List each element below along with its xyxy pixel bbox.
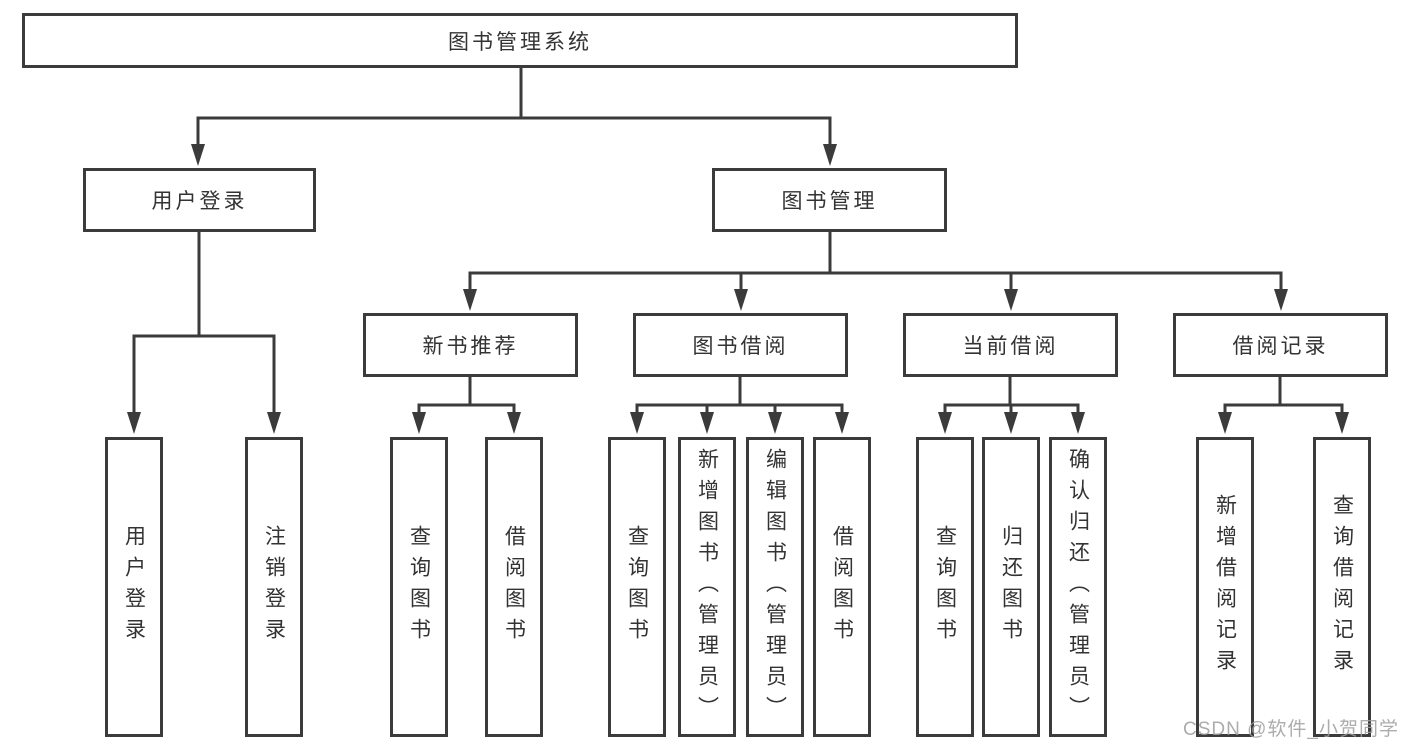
- leaf-newbook-query-label: 查询图书: [407, 525, 431, 649]
- csdn-watermark: CSDN @软件_小贺同学: [1183, 719, 1399, 740]
- leaf-borrow-query: 查询图书: [608, 437, 666, 737]
- leaf-newbook-query: 查询图书: [390, 437, 448, 737]
- arrowhead: [127, 412, 141, 434]
- node-root-system: 图书管理系统: [22, 13, 1018, 68]
- leaf-user-login-label: 用户登录: [122, 525, 146, 649]
- leaf-records-add-label: 新增借阅记录: [1213, 494, 1237, 680]
- node-root-label: 图书管理系统: [448, 30, 592, 54]
- leaf-borrow-edit: 编辑图书（管理员）: [746, 437, 804, 737]
- leaf-current-confirm-label: 确认归还（管理员）: [1066, 447, 1090, 727]
- leaf-records-query-label: 查询借阅记录: [1330, 494, 1354, 680]
- leaf-newbook-borrow-label: 借阅图书: [502, 525, 526, 649]
- arrowhead: [823, 144, 837, 166]
- leaf-logout-label: 注销登录: [262, 525, 286, 649]
- leaf-borrow-query-label: 查询图书: [625, 525, 649, 649]
- leaf-current-query-label: 查询图书: [933, 525, 957, 649]
- connector-root-to-level2: [191, 68, 837, 166]
- arrowhead: [412, 412, 426, 434]
- leaf-logout: 注销登录: [245, 437, 303, 737]
- arrowhead: [1335, 412, 1349, 434]
- arrowhead: [1004, 412, 1018, 434]
- leaf-current-query: 查询图书: [916, 437, 974, 737]
- node-book-borrow: 图书借阅: [633, 313, 848, 377]
- leaf-borrow-add-label: 新增图书（管理员）: [695, 447, 719, 727]
- connector-book-borrow-to-leaves: [630, 377, 849, 434]
- leaf-user-login: 用户登录: [105, 437, 163, 737]
- arrowhead: [1071, 412, 1085, 434]
- connector-borrow-records-to-leaves: [1218, 377, 1349, 434]
- arrowhead: [734, 289, 748, 311]
- node-user-login-label: 用户登录: [151, 190, 248, 213]
- arrowhead: [267, 412, 281, 434]
- arrowhead: [768, 412, 782, 434]
- leaf-current-return: 归还图书: [982, 437, 1040, 737]
- node-book-mgmt-label: 图书管理: [781, 190, 878, 213]
- arrowhead: [938, 412, 952, 434]
- leaf-current-return-label: 归还图书: [999, 525, 1023, 649]
- arrowhead: [191, 144, 205, 166]
- leaf-records-query: 查询借阅记录: [1313, 437, 1371, 737]
- connector-user-login-to-leaves: [127, 232, 281, 434]
- arrowhead: [1218, 412, 1232, 434]
- arrowhead: [463, 289, 477, 311]
- connector-book-mgmt-to-level3: [463, 232, 1288, 311]
- node-borrow-records-label: 借阅记录: [1232, 335, 1329, 358]
- arrowhead: [507, 412, 521, 434]
- leaf-borrow-borrow-label: 借阅图书: [830, 525, 854, 649]
- node-current-borrow-label: 当前借阅: [962, 335, 1059, 358]
- leaf-newbook-borrow: 借阅图书: [485, 437, 543, 737]
- node-book-borrow-label: 图书借阅: [692, 335, 789, 358]
- connector-current-borrow-to-leaves: [938, 377, 1085, 434]
- arrowhead: [700, 412, 714, 434]
- leaf-borrow-borrow: 借阅图书: [813, 437, 871, 737]
- node-user-login: 用户登录: [83, 168, 316, 232]
- node-new-book-rec-label: 新书推荐: [422, 335, 519, 358]
- leaf-borrow-edit-label: 编辑图书（管理员）: [763, 447, 787, 727]
- arrowhead: [835, 412, 849, 434]
- arrowhead: [1004, 289, 1018, 311]
- arrowhead: [630, 412, 644, 434]
- leaf-borrow-add: 新增图书（管理员）: [678, 437, 736, 737]
- leaf-records-add: 新增借阅记录: [1196, 437, 1254, 737]
- node-current-borrow: 当前借阅: [903, 313, 1118, 377]
- arrowhead: [1274, 289, 1288, 311]
- node-book-mgmt: 图书管理: [712, 168, 947, 232]
- node-new-book-rec: 新书推荐: [363, 313, 578, 377]
- connector-new-book-to-leaves: [412, 377, 521, 434]
- node-borrow-records: 借阅记录: [1173, 313, 1388, 377]
- leaf-current-confirm: 确认归还（管理员）: [1049, 437, 1107, 737]
